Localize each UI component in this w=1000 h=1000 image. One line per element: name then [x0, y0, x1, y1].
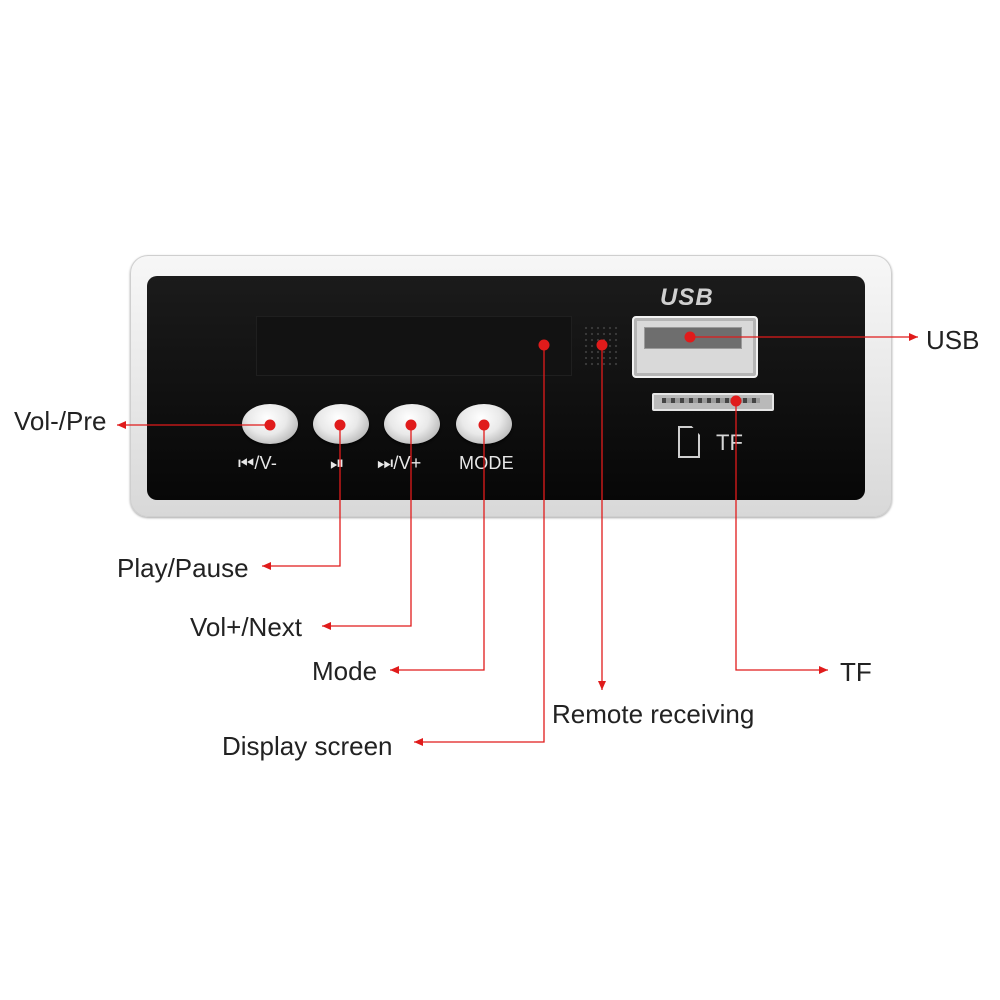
leader-line-display-screen — [414, 345, 545, 743]
usb-logo: USB — [660, 284, 714, 311]
leader-line-tf — [735, 401, 828, 671]
marker-dot-vol-next — [405, 419, 417, 431]
callout-usb: USB — [926, 325, 980, 355]
callout-play-pause: Play/Pause — [117, 553, 249, 583]
leader-line-play-pause — [262, 425, 341, 567]
marker-dot-vol-pre — [264, 419, 276, 431]
mode-button-label: MODE — [459, 453, 514, 473]
arrow-head-usb — [909, 333, 918, 341]
display-screen — [256, 316, 572, 376]
tf-panel-label: TF — [716, 430, 743, 455]
marker-dot-display-screen — [538, 339, 550, 351]
prev-button-label: ⏮/V- — [238, 453, 278, 473]
callout-tf: TF — [840, 657, 872, 687]
arrow-head-vol-pre — [117, 421, 126, 429]
sd-card-icon — [678, 426, 700, 458]
arrow-head-mode — [390, 666, 399, 674]
arrow-head-display-screen — [414, 738, 423, 746]
marker-dot-tf — [730, 395, 742, 407]
arrow-head-vol-next — [322, 622, 331, 630]
callout-vol-pre: Vol-/Pre — [14, 406, 107, 436]
leader-line-vol-next — [322, 425, 412, 627]
callout-mode: Mode — [312, 656, 378, 686]
play-pause-button-label: ⏯ — [330, 453, 345, 473]
marker-dot-usb — [684, 331, 696, 343]
arrow-head-remote-receiving — [598, 681, 606, 690]
marker-dot-remote-receiving — [596, 339, 608, 351]
arrow-head-tf — [819, 666, 828, 674]
marker-dot-play-pause — [334, 419, 346, 431]
callout-vol-next: Vol+/Next — [190, 612, 303, 642]
marker-dot-mode — [478, 419, 490, 431]
callout-display-screen: Display screen — [222, 731, 393, 761]
next-button-label: ⏭/V+ — [377, 453, 422, 473]
front-panel — [147, 276, 865, 500]
arrow-head-play-pause — [262, 562, 271, 570]
tf-card-contacts — [662, 398, 760, 403]
callout-remote-receiving: Remote receiving — [552, 699, 755, 729]
leader-line-mode — [390, 425, 485, 671]
